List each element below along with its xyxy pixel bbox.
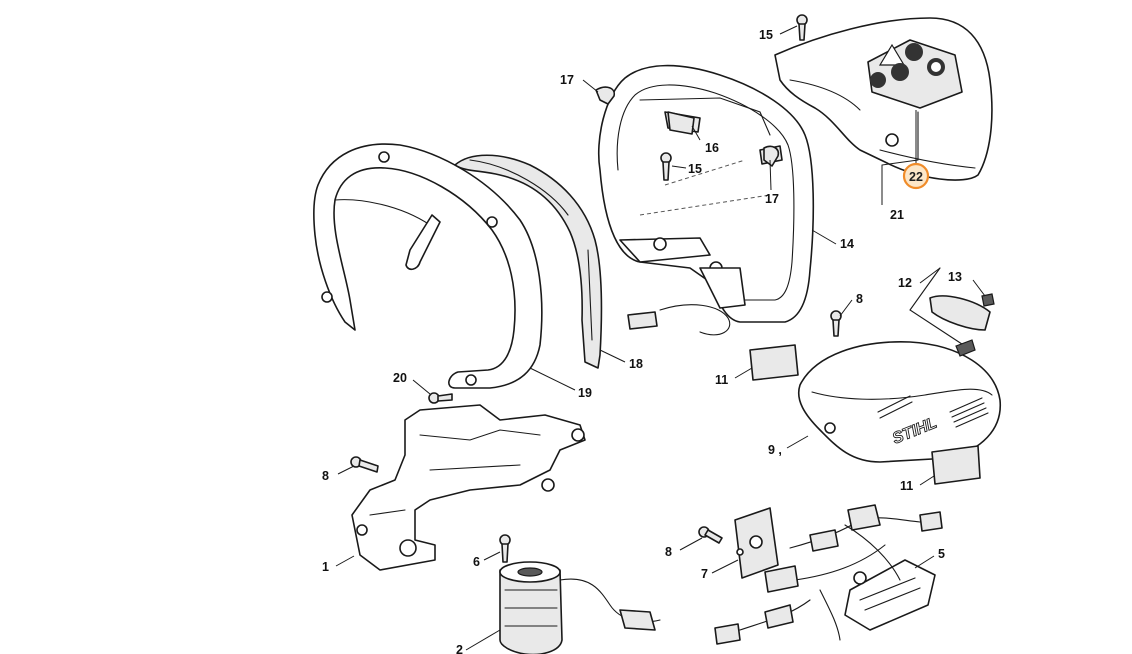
callout-15-top: 15 — [759, 28, 773, 42]
switch-cap[interactable] — [909, 267, 995, 357]
housing-frame[interactable] — [597, 64, 815, 336]
callout-9: 9 , — [768, 443, 782, 457]
handle-bow[interactable] — [312, 143, 543, 389]
control-module[interactable] — [844, 559, 936, 631]
handle-pad[interactable] — [454, 154, 603, 369]
base-housing[interactable] — [351, 404, 586, 571]
bracket[interactable] — [734, 507, 779, 579]
callout-18: 18 — [629, 357, 643, 371]
motor-hood[interactable]: STIHL — [798, 341, 1001, 463]
motor[interactable] — [499, 561, 661, 654]
callout-21: 21 — [890, 208, 904, 222]
screw-15-top[interactable] — [796, 14, 808, 41]
screw-8-bottom[interactable] — [698, 526, 723, 544]
wiring-harness[interactable] — [714, 504, 943, 645]
clip-16[interactable] — [667, 111, 695, 135]
callout-1: 1 — [322, 560, 329, 574]
callout-17-top: 17 — [560, 73, 574, 87]
screw-8-right[interactable] — [830, 310, 842, 337]
callout-20: 20 — [393, 371, 407, 385]
screw-20[interactable] — [428, 392, 453, 404]
top-cover[interactable] — [774, 17, 993, 181]
damper-pad[interactable] — [749, 344, 981, 485]
callout-19: 19 — [578, 386, 592, 400]
callout-17-mid: 17 — [765, 192, 779, 206]
clip-17-mid[interactable] — [763, 145, 780, 167]
callout-8-bottom: 8 — [665, 545, 672, 559]
callout-22-highlight[interactable]: 22 — [902, 162, 930, 190]
leader-lines — [335, 25, 986, 651]
callout-8-right: 8 — [856, 292, 863, 306]
callout-16: 16 — [705, 141, 719, 155]
screw-8-left[interactable] — [350, 456, 379, 473]
screw-15-mid[interactable] — [660, 152, 672, 181]
callout-12: 12 — [898, 276, 912, 290]
callout-15-mid: 15 — [688, 162, 702, 176]
warning-symbols-icon — [870, 43, 945, 88]
callout-11-right: 11 — [900, 479, 913, 493]
callout-5: 5 — [938, 547, 945, 561]
callout-8-left: 8 — [322, 469, 329, 483]
screw-6[interactable] — [499, 534, 511, 563]
callout-14: 14 — [840, 237, 854, 251]
callout-7: 7 — [701, 567, 708, 581]
vent-slots-icon — [877, 395, 989, 428]
callout-11-left: 11 — [715, 373, 728, 387]
callout-13: 13 — [948, 270, 962, 284]
callout-22: 22 — [909, 170, 923, 184]
callout-2: 2 — [456, 643, 463, 654]
clip-17-top[interactable] — [595, 86, 616, 105]
callout-6: 6 — [473, 555, 480, 569]
